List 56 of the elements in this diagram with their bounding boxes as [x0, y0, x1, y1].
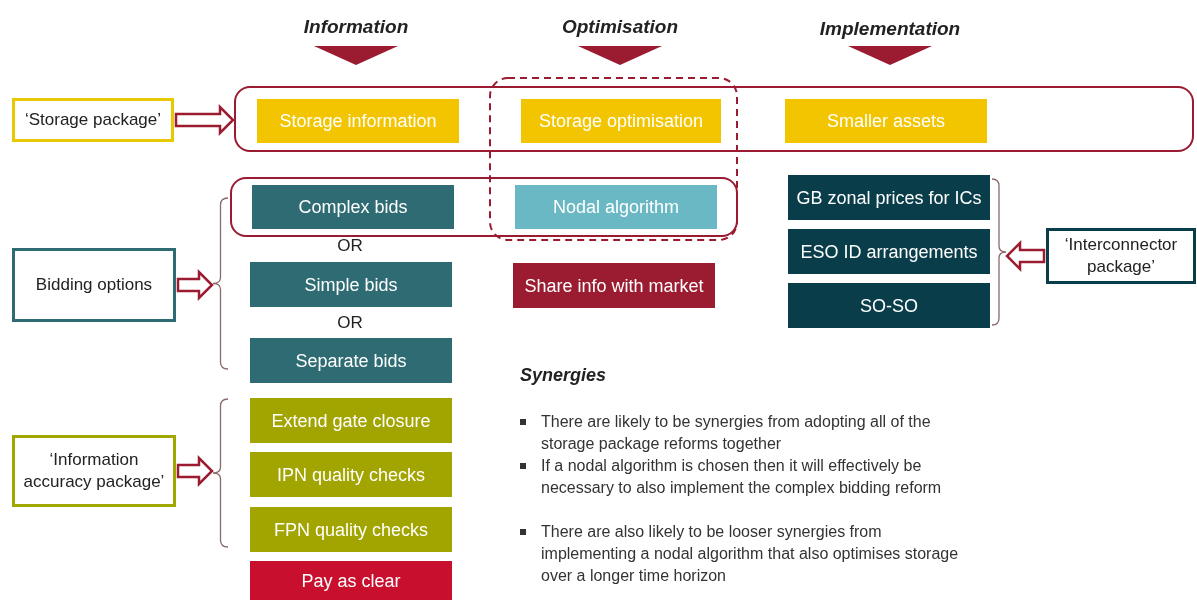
connector-word: OR — [336, 236, 364, 256]
process-box — [250, 338, 452, 383]
process-box — [513, 263, 715, 308]
block-arrow — [174, 104, 235, 136]
process-box — [788, 229, 990, 274]
package-box — [12, 98, 174, 142]
box-label: ‘Storage package’ — [24, 109, 162, 131]
package-box — [1046, 228, 1196, 284]
box-label: FPN quality checks — [273, 518, 429, 541]
process-box — [788, 175, 990, 220]
block-arrow — [176, 269, 214, 301]
box-label: Storage optimisation — [538, 110, 704, 132]
process-box — [788, 283, 990, 328]
box-label: SO-SO — [860, 294, 918, 317]
bracket — [213, 398, 228, 548]
bullet-text: If a nodal algorithm is chosen then it will effectively be necessary to also implement the complex bidding reform — [541, 456, 943, 498]
column-heading: Information — [302, 16, 410, 38]
process-box — [252, 185, 454, 229]
bracket — [213, 197, 228, 370]
box-label: GB zonal prices for ICs — [796, 186, 982, 209]
box-label: ‘Interconnector package’ — [1063, 234, 1179, 278]
process-box — [250, 561, 452, 600]
box-label: Bidding options — [35, 274, 153, 296]
column-heading: Optimisation — [560, 16, 680, 38]
box-label: Smaller assets — [826, 110, 945, 132]
group-outline — [230, 177, 738, 237]
box-label: IPN quality checks — [276, 463, 426, 486]
box-label: Simple bids — [304, 273, 398, 296]
process-box — [250, 507, 452, 552]
package-box — [12, 248, 176, 322]
process-box — [257, 99, 459, 143]
process-box — [250, 398, 452, 443]
group-outline — [234, 86, 1194, 152]
box-label: ESO ID arrangements — [800, 240, 978, 263]
connector-word: OR — [336, 313, 364, 333]
box-label: Separate bids — [295, 349, 407, 372]
bracket — [992, 178, 1006, 326]
bullet-text: There are also likely to be looser synergies from implementing a nodal algorithm that also optimises storage over a longer time horizon — [541, 522, 960, 586]
process-box — [785, 99, 987, 143]
box-label: Pay as clear — [301, 570, 401, 592]
process-box — [250, 452, 452, 497]
process-box — [515, 185, 717, 229]
bullet-text: There are likely to be synergies from adopting all of the storage package reforms together — [541, 412, 932, 454]
process-box — [521, 99, 721, 143]
box-label: Nodal algorithm — [552, 196, 680, 218]
block-arrow — [176, 455, 214, 487]
box-label: Share info with market — [524, 274, 704, 297]
package-box — [12, 435, 176, 507]
process-box — [250, 262, 452, 307]
box-label: Complex bids — [298, 196, 408, 218]
box-label: ‘Information accuracy package’ — [23, 449, 165, 493]
box-label: Storage information — [279, 110, 437, 132]
block-arrow — [1005, 240, 1046, 272]
section-heading: Synergies — [520, 365, 608, 386]
column-heading: Implementation — [818, 18, 962, 40]
box-label: Extend gate closure — [271, 409, 431, 432]
